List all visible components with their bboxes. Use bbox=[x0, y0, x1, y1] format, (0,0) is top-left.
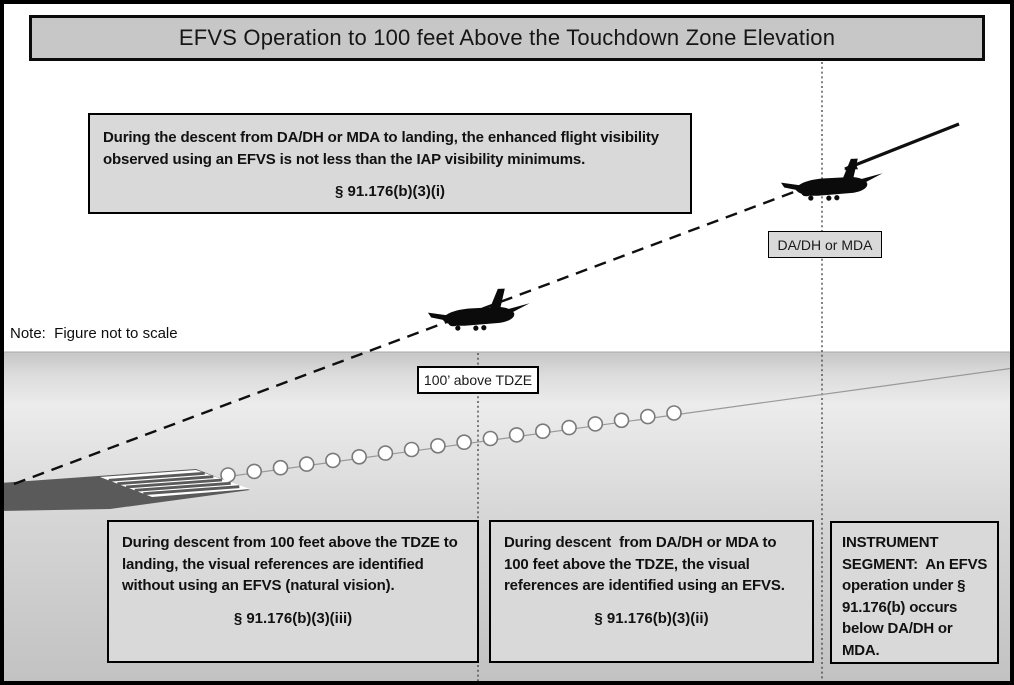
sensor-dot bbox=[482, 430, 499, 447]
rule-box-91-176-b3iii: During descent from 100 feet above the T… bbox=[107, 520, 479, 663]
note-text: Note: Figure not to scale bbox=[10, 325, 178, 342]
sensor-dot bbox=[534, 423, 551, 440]
sensor-dot bbox=[403, 441, 420, 458]
da-dh-mda-label: DA/DH or MDA bbox=[768, 231, 882, 258]
rule-box-reference: § 91.176(b)(3)(ii) bbox=[594, 609, 709, 627]
runway-icon bbox=[0, 469, 250, 511]
rule-box-91-176-b3i: During the descent from DA/DH or MDA to … bbox=[88, 113, 692, 214]
title-bar: EFVS Operation to 100 feet Above the Tou… bbox=[29, 15, 985, 61]
sensor-dot bbox=[639, 408, 656, 425]
sensor-dot bbox=[298, 456, 315, 472]
sensor-dot bbox=[272, 459, 289, 476]
sensor-dot bbox=[508, 427, 525, 443]
tdze-label: 100’ above TDZE bbox=[417, 366, 539, 394]
rule-box-91-176-b3ii: During descent from DA/DH or MDA to 100 … bbox=[489, 520, 814, 663]
sensor-dot-group bbox=[220, 405, 682, 483]
rule-box-reference: § 91.176(b)(3)(iii) bbox=[233, 609, 353, 627]
rule-box-reference: § 91.176(b)(3)(i) bbox=[334, 183, 446, 201]
sensor-dot bbox=[561, 419, 577, 436]
approach-arrow-line bbox=[844, 122, 960, 171]
sensor-dot bbox=[351, 448, 368, 465]
rule-box-body: INSTRUMENT SEGMENT: An EFVS operation un… bbox=[842, 534, 992, 659]
sensor-dot bbox=[613, 412, 630, 429]
sensor-dot bbox=[666, 405, 682, 421]
sensor-dot bbox=[587, 416, 604, 432]
sensor-dot bbox=[246, 463, 262, 480]
sensor-dot bbox=[430, 437, 446, 454]
rule-box-body: During descent from 100 feet above the T… bbox=[122, 534, 462, 595]
aircraft-icon bbox=[426, 287, 531, 334]
rule-box-body: During descent from DA/DH or MDA to 100 … bbox=[504, 534, 785, 595]
sensor-dot bbox=[456, 434, 472, 451]
figure-title: EFVS Operation to 100 feet Above the Tou… bbox=[178, 25, 836, 50]
sensor-dot bbox=[325, 452, 341, 469]
instrument-segment-box: INSTRUMENT SEGMENT: An EFVS operation un… bbox=[830, 521, 999, 664]
aircraft-icon bbox=[779, 157, 884, 204]
sensor-dot bbox=[377, 445, 394, 461]
rule-box-body: During the descent from DA/DH or MDA to … bbox=[103, 129, 663, 168]
glidepath-dashed-line bbox=[13, 178, 827, 486]
